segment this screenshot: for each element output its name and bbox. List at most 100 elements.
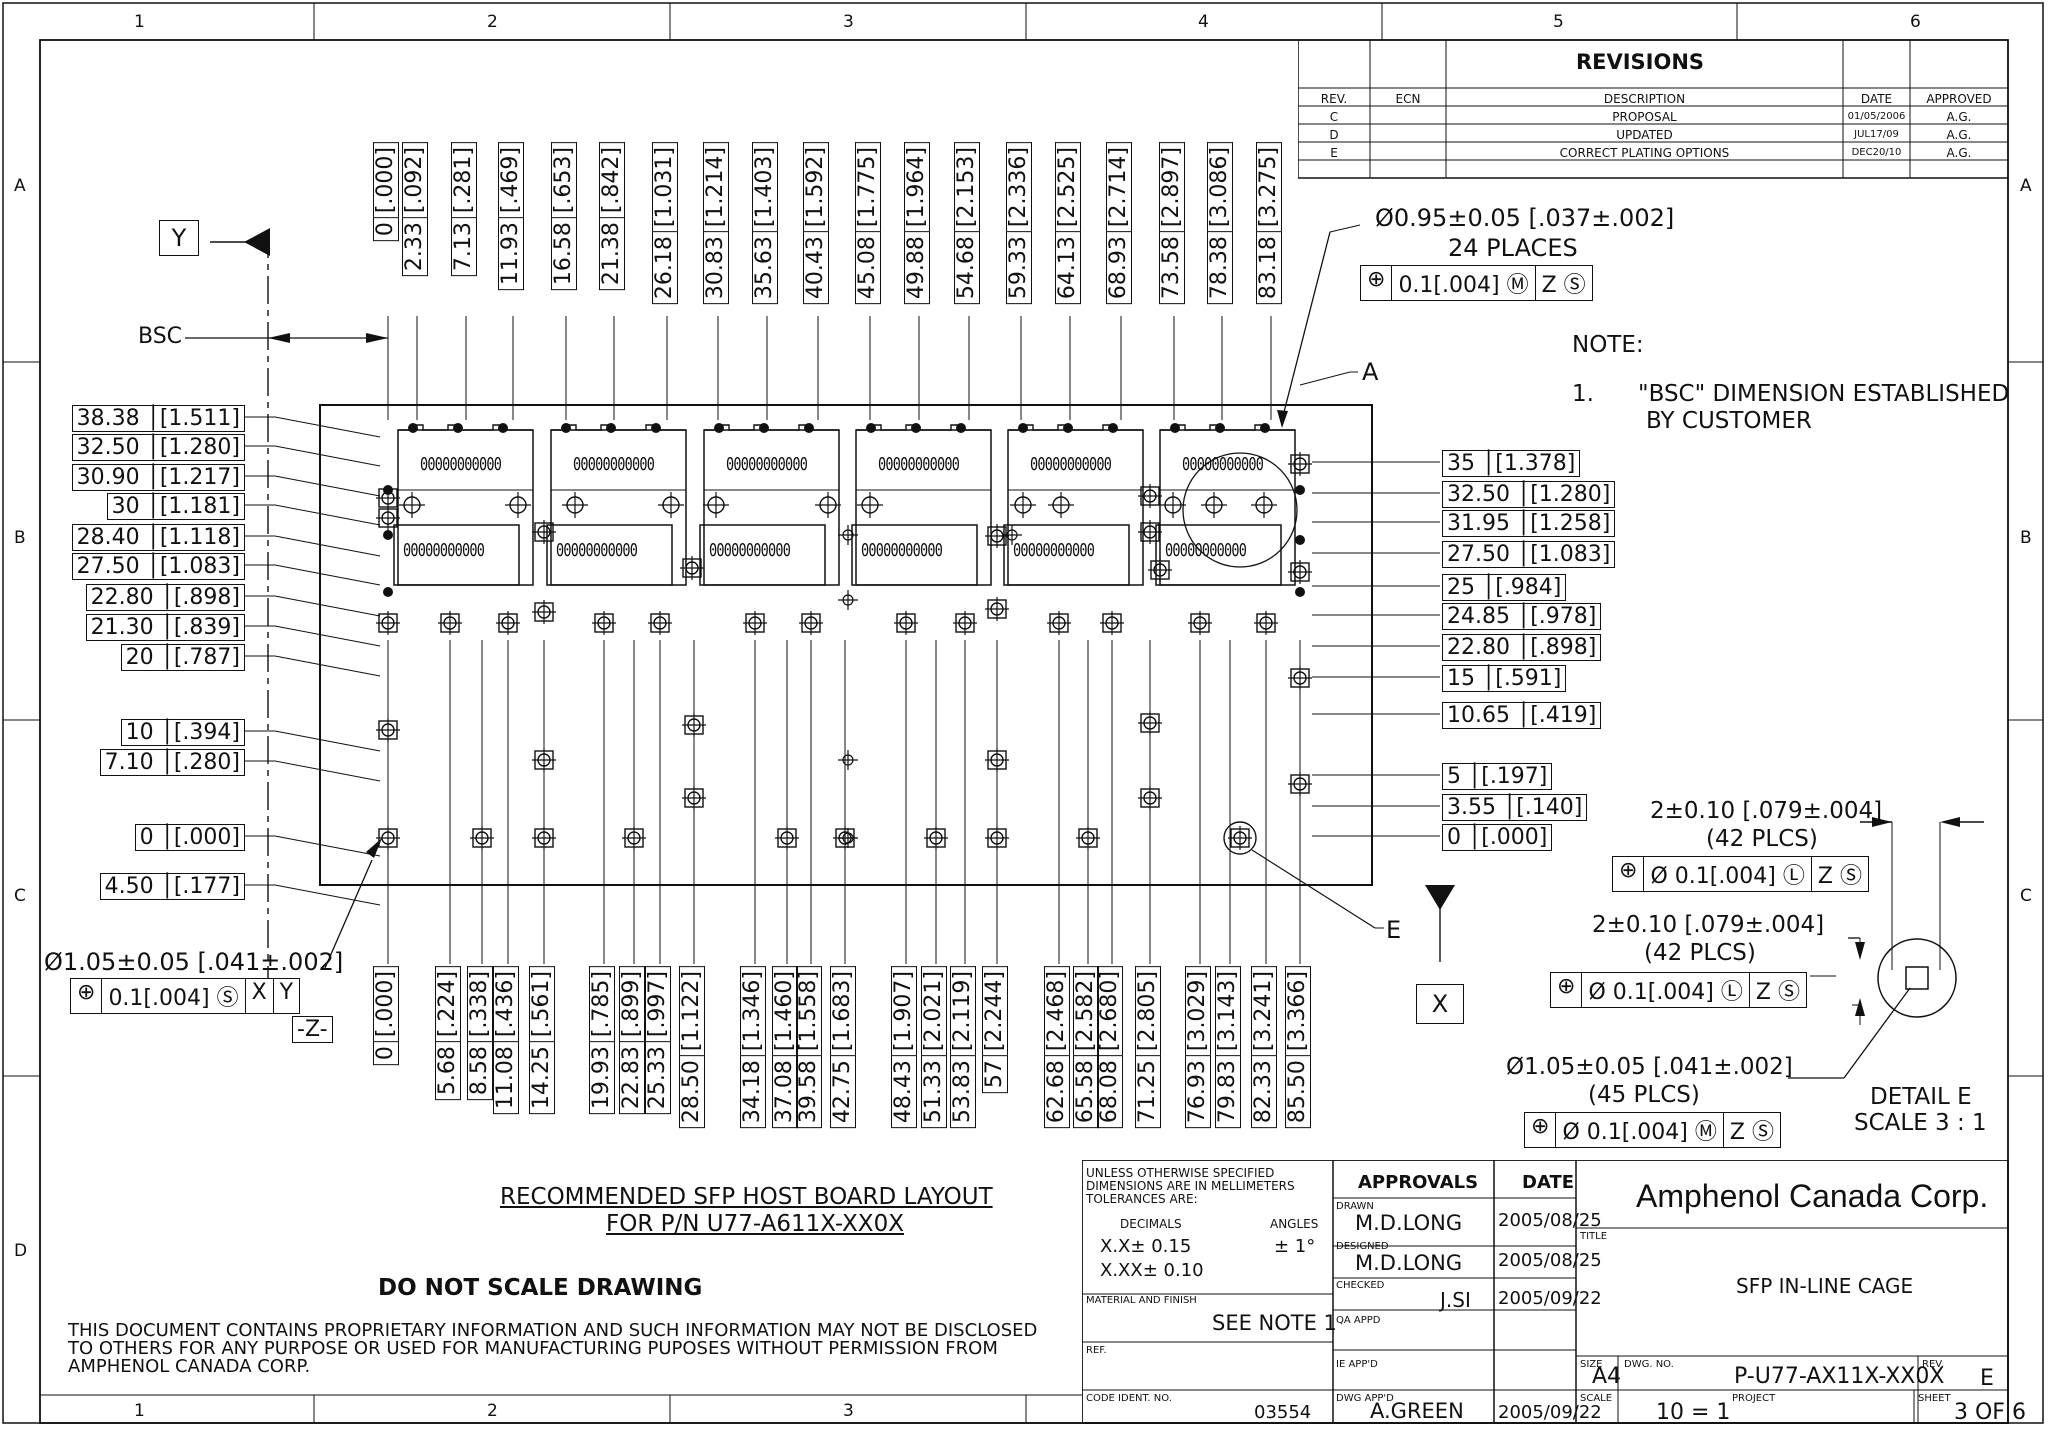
dim-inch: [.000] xyxy=(373,142,399,218)
dim-mm: 35.63 xyxy=(752,231,778,305)
angles-label: ANGLES xyxy=(1270,1217,1319,1231)
bottom-dimension: 5.68[.224] xyxy=(435,966,461,1101)
detail3-tolerance: Ø 0.1[.004] Ⓜ xyxy=(1556,1113,1724,1147)
title-block-grid xyxy=(1082,1160,2009,1424)
top-dimension: 0[.000] xyxy=(373,142,399,242)
square-pad-hole xyxy=(984,596,1010,622)
right-dimension: 31.95 │[1.258] xyxy=(1442,510,1616,538)
position-icon: ⊕ xyxy=(1361,266,1393,300)
right-dimension: 10.65 │[.419] xyxy=(1442,702,1602,730)
connector-pin-label: 00000000000 xyxy=(556,540,638,561)
dim-inch: [3.086] xyxy=(1207,142,1233,232)
rev-row-rev: D xyxy=(1329,128,1339,142)
right-dimension: 22.80 │[.898] xyxy=(1442,634,1602,662)
hole-left-tolerance: 0.1[.004] Ⓢ xyxy=(102,979,246,1013)
detail2-frame: ⊕ Ø 0.1[.004] Ⓛ Z Ⓢ xyxy=(1550,972,1807,1008)
drawing-title-value: SFP IN-LINE CAGE xyxy=(1736,1274,1914,1298)
round-hole xyxy=(814,491,842,519)
dim-mm: 25.33 xyxy=(645,1041,671,1115)
square-pad-hole xyxy=(679,555,705,581)
revisions-table-grid xyxy=(1298,40,2008,179)
top-dimension: 40.43[1.592] xyxy=(803,142,829,305)
square-pad-hole xyxy=(1287,451,1313,477)
dim-inch: [1.031] xyxy=(652,142,678,232)
square-pad-hole xyxy=(591,610,617,636)
detail3-frame: ⊕ Ø 0.1[.004] Ⓜ Z Ⓢ xyxy=(1524,1112,1781,1148)
left-dimension: 22.80 │[.898] xyxy=(85,584,245,612)
dim-mm: 7.13 xyxy=(451,217,477,277)
designed-date: 2005/08/25 xyxy=(1498,1250,1602,1271)
right-dimension: 0 │[.000] xyxy=(1442,824,1553,852)
detail-e-drawing xyxy=(1788,817,1984,1079)
grid-col-2: 2 xyxy=(487,12,498,32)
connector-pin-label: 00000000000 xyxy=(420,454,502,475)
bsc-label: BSC xyxy=(138,324,183,349)
connector-pin-label: 00000000000 xyxy=(861,540,943,561)
grid-col-3-bottom: 3 xyxy=(843,1401,854,1421)
dim-mm: 49.88 xyxy=(904,231,930,305)
connector-pin-label: 00000000000 xyxy=(573,454,655,475)
drawn-date: 2005/08/25 xyxy=(1498,1210,1602,1231)
connector-pin-label: 00000000000 xyxy=(403,540,485,561)
left-dimension: 32.50 │[1.280] xyxy=(71,434,245,462)
dim-mm: 14.25 xyxy=(529,1041,555,1115)
dwg-no-label: DWG. NO. xyxy=(1624,1359,1674,1370)
size-label: SIZE xyxy=(1580,1359,1603,1370)
grid-col-6: 6 xyxy=(1910,12,1921,32)
round-hole xyxy=(561,491,589,519)
right-dimension: 35 │[1.378] xyxy=(1442,450,1581,478)
square-pad-hole xyxy=(647,610,673,636)
small-hole xyxy=(837,524,859,546)
top-dimension: 16.58[.653] xyxy=(551,142,577,291)
detail3-datum: Z Ⓢ xyxy=(1729,1120,1774,1145)
round-hole xyxy=(856,491,884,519)
dim-inch: [2.714] xyxy=(1106,142,1132,232)
dim-mm: 21.38 xyxy=(599,217,625,291)
dim-inch: [1.346] xyxy=(740,966,766,1056)
pin-dot xyxy=(1108,423,1118,433)
pin-dot xyxy=(408,423,418,433)
dim-mm: 34.18 xyxy=(740,1055,766,1129)
pin-dot xyxy=(759,423,769,433)
dim-mm: 59.33 xyxy=(1006,231,1032,305)
bottom-dimension: 68.08[2.680] xyxy=(1097,966,1123,1129)
square-pad-hole xyxy=(952,610,978,636)
datum-dot xyxy=(1295,535,1305,545)
detail-e-title: DETAIL E xyxy=(1870,1084,1972,1110)
dim-mm: 48.43 xyxy=(891,1055,917,1129)
cage-lower-section xyxy=(1003,524,1130,586)
square-pad-hole xyxy=(984,523,1010,549)
hole24-datum: Z Ⓢ xyxy=(1541,273,1586,298)
pin-dot xyxy=(606,423,616,433)
rev-row-rev: E xyxy=(1330,146,1338,160)
rev-row-rev: C xyxy=(1329,110,1339,124)
detail1-plcs: (42 PLCS) xyxy=(1706,826,1818,852)
approvals-header: APPROVALS xyxy=(1358,1172,1479,1193)
grid-row-a-right: A xyxy=(2020,176,2032,196)
cage-lower-section xyxy=(393,524,520,586)
square-pad-hole xyxy=(1137,483,1163,509)
round-hole xyxy=(702,491,730,519)
dim-inch: [2.336] xyxy=(1006,142,1032,232)
rev-row-approved: A.G. xyxy=(1946,146,1972,160)
pin-dot xyxy=(911,423,921,433)
pin-dot xyxy=(866,423,876,433)
connector-pin-label: 00000000000 xyxy=(1165,540,1247,561)
rev-value: E xyxy=(1980,1366,1994,1391)
dwg-no-value: P-U77-AX11X-XX0X xyxy=(1734,1364,1945,1389)
square-pad-hole xyxy=(531,599,557,625)
dim-inch: [3.029] xyxy=(1185,966,1211,1056)
proprietary-line-1: THIS DOCUMENT CONTAINS PROPRIETARY INFOR… xyxy=(68,1320,1038,1341)
bottom-dimension: 85.50[3.366] xyxy=(1285,966,1311,1129)
dim-mm: 42.75 xyxy=(830,1055,856,1129)
size-value: A4 xyxy=(1592,1364,1622,1389)
bottom-dimension: 76.93[3.029] xyxy=(1185,966,1211,1129)
checked-value: J.SI xyxy=(1440,1288,1471,1312)
bottom-dimension: 62.68[2.468] xyxy=(1044,966,1070,1129)
dim-inch: [2.119] xyxy=(950,966,976,1056)
sheet-value: 3 OF 6 xyxy=(1954,1400,2026,1425)
tolerance-2: X.XX± 0.10 xyxy=(1100,1260,1204,1281)
dim-mm: 68.93 xyxy=(1106,231,1132,305)
square-pad-hole xyxy=(798,610,824,636)
